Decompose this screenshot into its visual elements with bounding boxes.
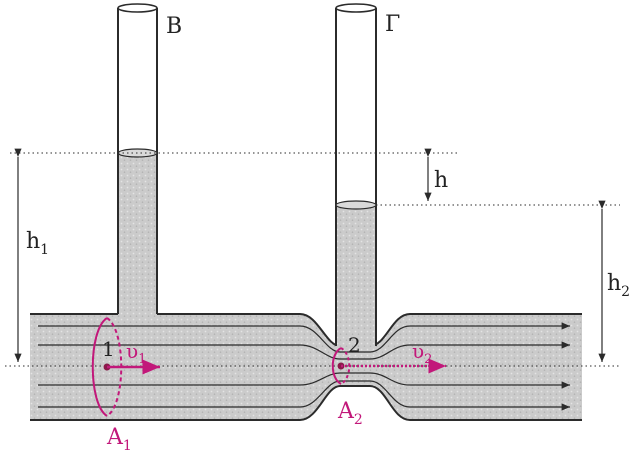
tube-g-label: Γ: [385, 12, 400, 37]
streamline: [38, 380, 570, 411]
venturi-pipe: [30, 314, 582, 420]
h-label: h: [434, 168, 448, 193]
cross-section-a2-front: [331, 347, 342, 385]
tube-g-meniscus: [335, 200, 377, 210]
streamlines: [38, 322, 570, 411]
h2-label: h2: [607, 271, 629, 300]
point-1-label: 1: [102, 337, 115, 361]
streamline: [38, 341, 570, 360]
v1-label: υ1: [126, 339, 146, 367]
reference-lines: [5, 152, 620, 367]
tube-g-liquid: [336, 205, 376, 348]
area-a1-label: A1: [106, 425, 132, 454]
tube-b-liquid: [118, 153, 157, 316]
point-2-label: 2: [348, 333, 361, 357]
pipe-bottom-wall: [30, 385, 582, 421]
area-a2-label: A2: [337, 399, 363, 428]
h1-label: h1: [26, 229, 49, 258]
tube-b-label: Β: [166, 14, 182, 39]
streamline: [38, 372, 570, 389]
tube-g-top-opening: [335, 3, 377, 13]
height-arrows: [14, 148, 606, 362]
cross-section-a1-front: [91, 317, 108, 417]
tube-b-top-opening: [117, 3, 158, 13]
v2-label: υ2: [412, 339, 432, 367]
streamline: [38, 322, 570, 353]
